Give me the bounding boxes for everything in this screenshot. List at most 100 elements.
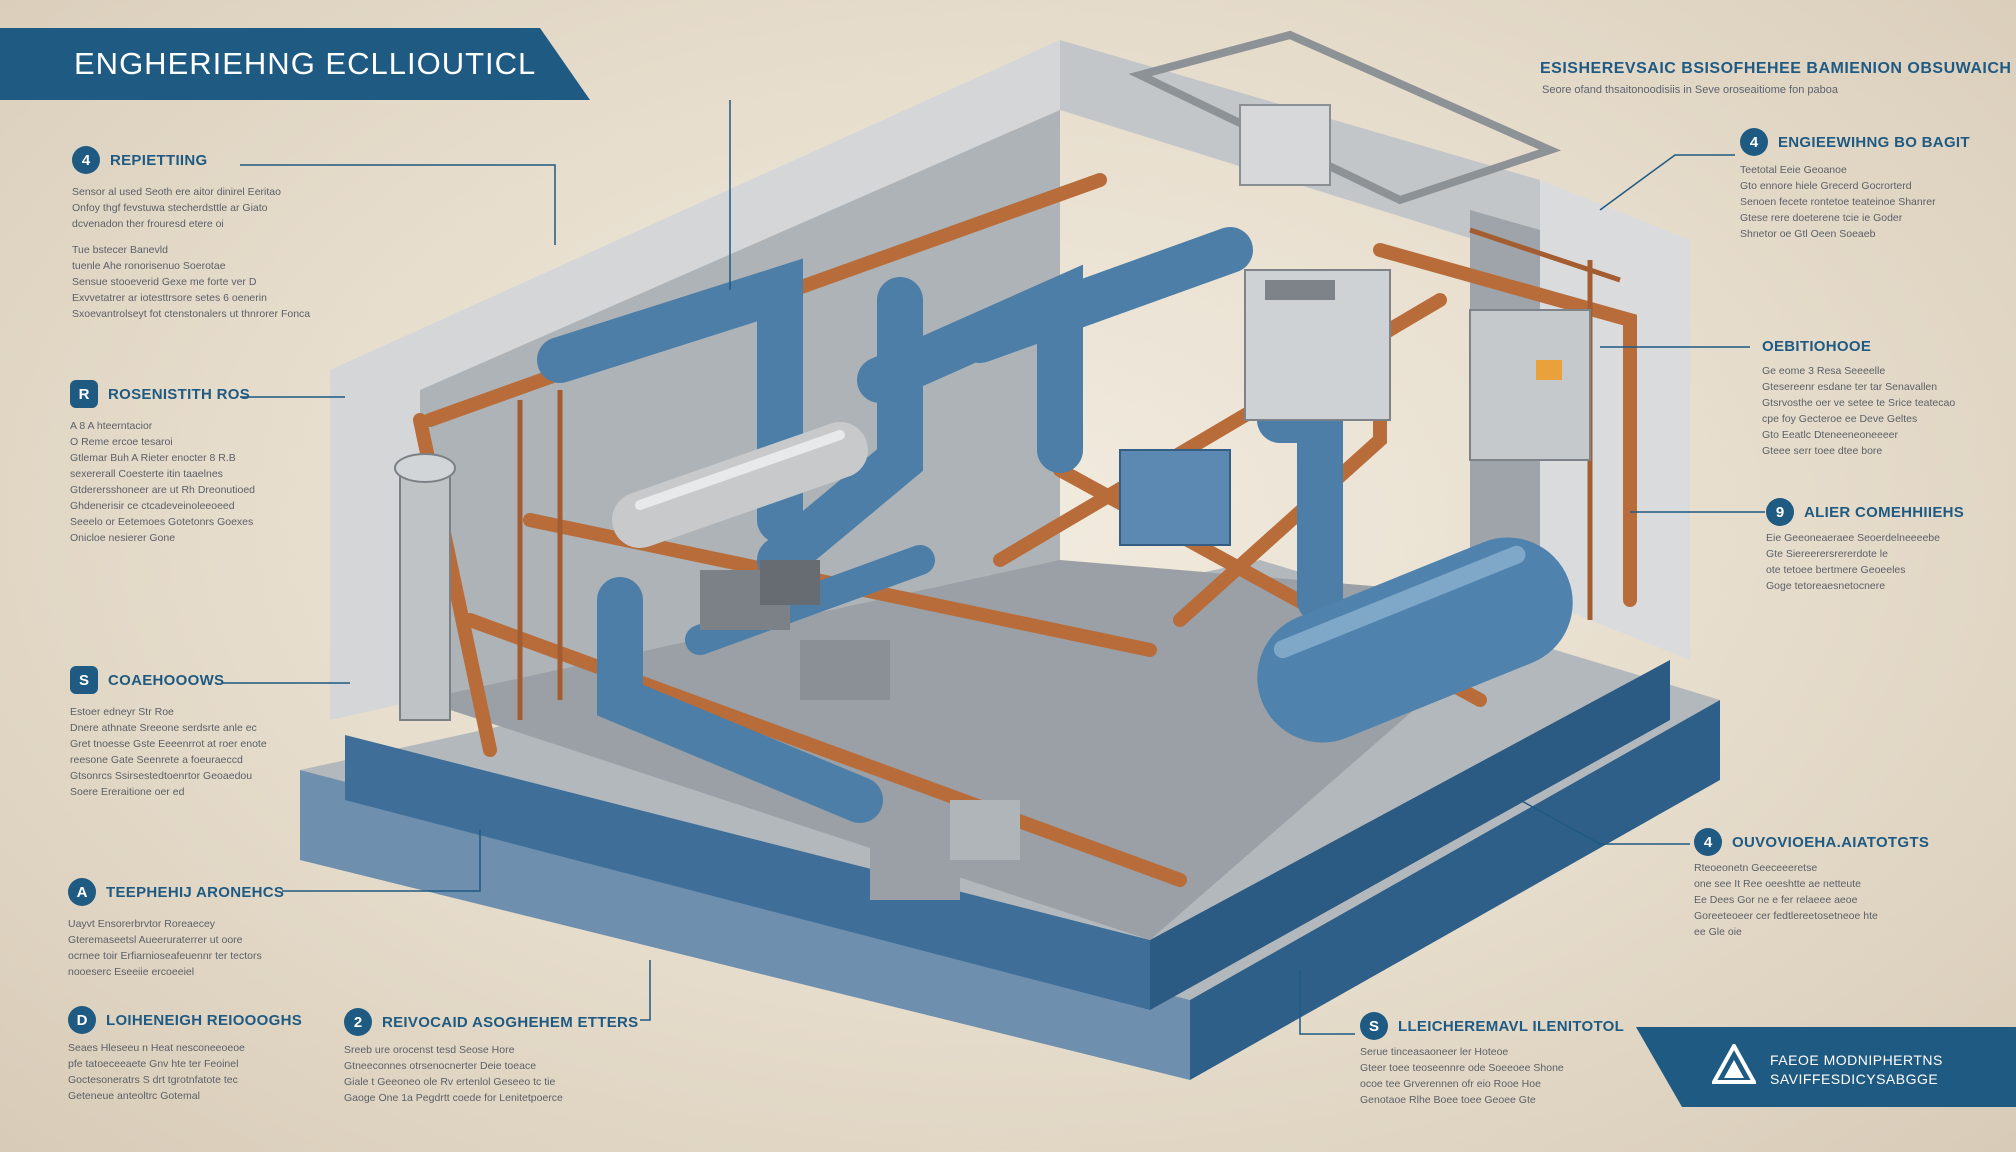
- lower-wall-front: [345, 735, 1150, 1010]
- callout-title: REPIETTIING: [110, 151, 208, 169]
- company-logo-icon: [1712, 1044, 1756, 1084]
- callout-line: Rteoeonetn Geeceeeretse: [1694, 862, 1818, 874]
- callout-body: Estoer edneyr Str Roe Dnere athnate Sree…: [70, 704, 330, 800]
- callout-rosenistith: R ROSENISTITH ROS A 8 A hteerntacior O R…: [70, 380, 330, 546]
- callout-line: Estoer edneyr Str Roe: [70, 706, 174, 718]
- callout-line: Ee Dees Gor ne e fer relaeee aeoe: [1694, 894, 1858, 906]
- callout-line: Goreeteoeer cer fedtlereetosetneoe hte: [1694, 910, 1878, 922]
- callout-line: Tue bstecer Banevld: [72, 244, 168, 256]
- callout-repietting: 4 REPIETTIING Sensor al used Seoth ere a…: [72, 146, 332, 322]
- callout-body: Teetotal Eeie Geoanoe Gto ennore hiele G…: [1740, 162, 2000, 242]
- callout-line: dcvenadon ther frouresd etere oi: [72, 218, 224, 230]
- callout-line: Seeelo or Eetemoes Gotetonrs Goexes: [70, 516, 254, 528]
- callout-line: Gtsonrcs Ssirsestedtoenrtor Geoaedou: [70, 770, 253, 782]
- callout-line: Goge tetoreaesnetocnere: [1766, 580, 1886, 592]
- callout-line: Sensor al used Seoth ere aitor dinirel E…: [72, 186, 281, 198]
- callout-line: Exvvetatrer ar iotesttrsore setes 6 oene…: [72, 292, 267, 304]
- callout-ouvovioeha: 4 OUVOVIOEHA.AIATOTGTS Rteoeonetn Geecee…: [1694, 828, 1954, 940]
- callout-line: Ge eome 3 Resa Seeeelle: [1762, 365, 1886, 377]
- callout-line: pfe tatoeceeaete Gnv hte ter Feoinel: [68, 1058, 239, 1070]
- plant-floor: [420, 560, 1540, 940]
- base-plinth-left: [300, 770, 1190, 1080]
- copper-pipe: [463, 613, 1187, 887]
- callout-line: Genotaoe Rlhe Boee toee Geoee Gte: [1360, 1094, 1536, 1106]
- leader-line: [1299, 970, 1355, 1035]
- callout-title: LOIHENEIGH REIOOOGHS: [106, 1011, 303, 1029]
- equipment: [700, 269, 1591, 900]
- callout-line: Gtderersshoneer are ut Rh Dreonutioed: [70, 484, 256, 496]
- callout-line: ee Gle oie: [1694, 926, 1742, 938]
- tank-highlight: [1273, 545, 1526, 659]
- callout-number-badge: 4: [1740, 128, 1768, 156]
- callout-line: Gteer toee teoseennre ode Soeeoee Shone: [1360, 1062, 1564, 1074]
- callout-title: REIVOCAID ASOGHEHEM ETTERS: [382, 1013, 639, 1031]
- callout-line: Gteremaseetsl Aueeruraterrer ut oore: [68, 934, 243, 946]
- pump-housing: [1119, 449, 1231, 546]
- callout-line: one see It Ree oeeshtte ae netteute: [1694, 878, 1861, 890]
- motor-unit: [760, 560, 820, 605]
- column-body: [399, 469, 451, 721]
- roof-unit: [1239, 104, 1331, 186]
- callout-title: ROSENISTITH ROS: [108, 385, 251, 403]
- title-banner: [0, 28, 590, 100]
- callout-body: Seaes Hleseeu n Heat nesconeeoeoe pfe ta…: [68, 1040, 328, 1104]
- callout-lleichereme: S LLEICHEREMAVL ILENITOTOL Serue tinceas…: [1360, 1012, 1660, 1108]
- callout-coaehooows: S COAEHOOOWS Estoer edneyr Str Roe Dnere…: [70, 666, 330, 800]
- leader-line: [240, 164, 556, 245]
- callout-title: OEBITIOHOOE: [1762, 338, 1872, 355]
- callout-number-badge: 4: [72, 146, 100, 174]
- callout-line: sexererall Coesterte itin taaelnes: [70, 468, 223, 480]
- page-title: ENGHERIEHNG ECLLIOUTICL: [74, 46, 537, 81]
- callout-number-badge: D: [68, 1006, 96, 1034]
- callout-line: Sensue stooeverid Gexe me forte ver D: [72, 276, 257, 288]
- base-plinth-right: [1190, 700, 1720, 1080]
- callout-body: Serue tinceasaoneer ler Hoteoe Gteer toe…: [1360, 1044, 1660, 1108]
- callout-loiheneigh: D LOIHENEIGH REIOOOGHS Seaes Hleseeu n H…: [68, 1006, 328, 1104]
- blue-pipe: [757, 277, 923, 583]
- callout-line: Serue tinceasaoneer ler Hoteoe: [1360, 1046, 1509, 1058]
- column-cap: [394, 453, 456, 483]
- callout-line: Eie Geeoneaeraee Seoerdelneeeebe: [1766, 532, 1940, 544]
- callout-number-badge: 2: [344, 1008, 372, 1036]
- pipe-highlight: [635, 430, 845, 510]
- callout-line: Sreeb ure orocenst tesd Seose Hore: [344, 1044, 515, 1056]
- callout-line: Gto ennore hiele Grecerd Gocrorterd: [1740, 180, 1912, 192]
- callout-line: Teetotal Eeie Geoanoe: [1740, 164, 1847, 176]
- warning-label: [1536, 360, 1562, 380]
- footer-line-2: SAVIFFESDICYSABGGE: [1770, 1071, 1939, 1087]
- callout-body: Uayvt Ensorerbrvtor Roreaecey Gteremasee…: [68, 916, 328, 980]
- callout-line: Gto Eeatlc Dteneeneoneeeer: [1762, 429, 1899, 441]
- callout-line: Gtesereenr esdane ter tar Senavallen: [1762, 381, 1938, 393]
- callout-body: Rteoeonetn Geeceeeretse one see It Ree o…: [1694, 860, 1954, 940]
- footer-banner: [1636, 1027, 2016, 1107]
- leader-line: [282, 830, 481, 892]
- callout-line: Soere Ereraitione oer ed: [70, 786, 185, 798]
- callout-number-badge: 4: [1694, 828, 1722, 856]
- callout-line: Dnere athnate Sreeone serdsrte anle ec: [70, 722, 257, 734]
- callout-title: COAEHOOOWS: [108, 671, 225, 689]
- callout-number-badge: S: [1360, 1012, 1388, 1040]
- callout-title: ENGIEEWIHNG BO BAGIT: [1778, 133, 1970, 151]
- leader-line: [640, 960, 651, 1021]
- header-right-subtitle: Seore ofand thsaitonoodisiis in Seve oro…: [1542, 84, 1838, 96]
- pump-unit: [800, 640, 890, 700]
- callout-line: Giale t Geeoneo ole Rv ertenlol Geseeo t…: [344, 1076, 556, 1088]
- callout-line: reesone Gate Seenrete a foeuraeccd: [70, 754, 243, 766]
- lower-wall-right: [1150, 660, 1670, 1010]
- callout-line: Goctesoneratrs S drt tgrotnfatote tec: [68, 1074, 238, 1086]
- callout-number-badge: 9: [1766, 498, 1794, 526]
- motor-unit: [870, 830, 960, 900]
- callout-title: OUVOVIOEHA.AIATOTGTS: [1732, 833, 1930, 851]
- leader-line: [1599, 154, 1735, 211]
- callout-line: nooeserc Eseeiie ercoeeiel: [68, 966, 195, 978]
- callout-line: ote tetoee bertmere Geoeeles: [1766, 564, 1906, 576]
- blue-pipe: [957, 227, 1253, 363]
- callout-line: Onicloe nesierer Gone: [70, 532, 176, 544]
- electrical-panel: [1469, 309, 1591, 461]
- callout-alier: 9 ALIER COMEHHIIEHS Eie Geeoneaeraee Seo…: [1766, 498, 2016, 594]
- callout-line: Ghdenerisir ce ctcadeveinoleeoeed: [70, 500, 235, 512]
- callout-line: Gtese rere doeterene tcie ie Goder: [1740, 212, 1903, 224]
- callout-line: Onfoy thgf fevstuwa stecherdsttle ar Gia…: [72, 202, 268, 214]
- silver-pipe: [612, 422, 868, 548]
